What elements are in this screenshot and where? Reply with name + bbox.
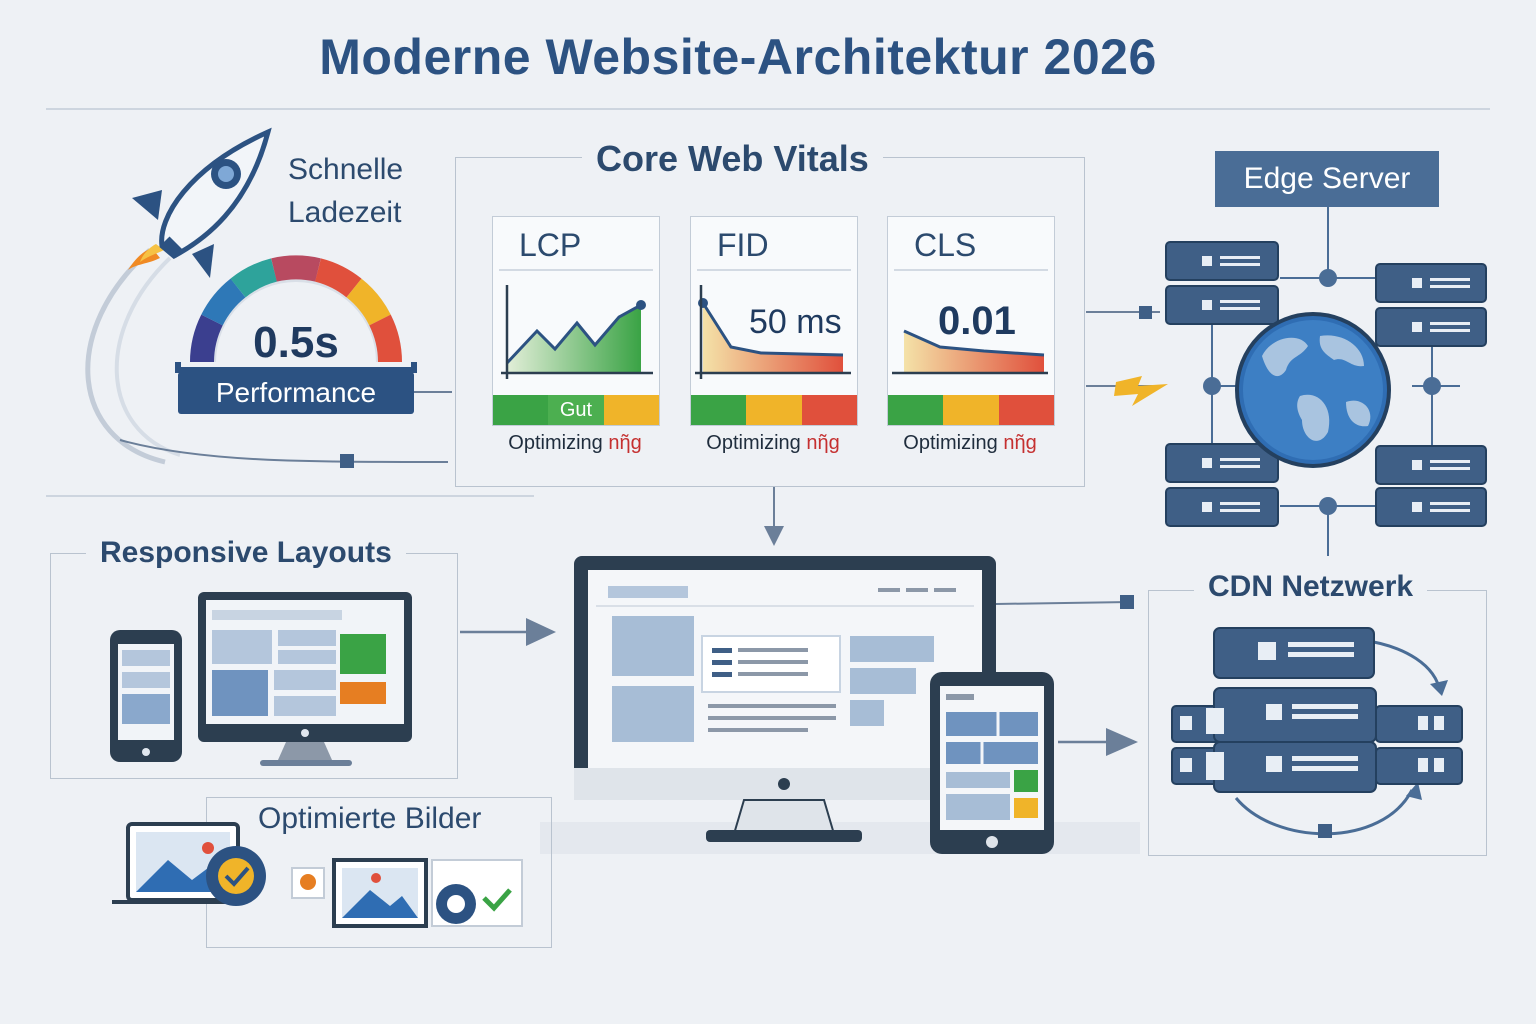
speed-gauge-icon bbox=[175, 255, 417, 373]
cdn-heading: CDN Netzwerk bbox=[1194, 570, 1428, 604]
responsive-heading: Responsive Layouts bbox=[86, 536, 406, 570]
cdn-server-stack-icon bbox=[1171, 627, 1463, 838]
vital-value: 0.01 bbox=[938, 299, 1016, 343]
performance-value: 0.5s bbox=[253, 318, 339, 367]
vital-name: CLS bbox=[914, 227, 977, 263]
edge-server-network bbox=[1165, 206, 1487, 556]
vital-value: 50 ms bbox=[749, 303, 842, 341]
vital-card-lcp: LCP Gut bbox=[492, 216, 660, 426]
central-desktop-icon bbox=[574, 556, 1054, 854]
rocket-icon bbox=[128, 127, 272, 278]
vital-footer-cls: Optimizing nῆg bbox=[903, 432, 1037, 454]
edge-server-label: Edge Server bbox=[1215, 151, 1439, 207]
rating-bar: Gut bbox=[493, 395, 659, 425]
images-heading: Optimierte Bilder bbox=[248, 802, 492, 836]
core-web-vitals-heading: Core Web Vitals bbox=[582, 138, 883, 180]
bar-label: Gut bbox=[548, 395, 604, 425]
page-title: Moderne Website-Architektur 2026 bbox=[319, 29, 1157, 85]
section-divider bbox=[46, 495, 534, 497]
vital-footer-lcp: Optimizing nῆg bbox=[508, 432, 642, 454]
vital-name: LCP bbox=[519, 227, 582, 263]
cls-line-chart bbox=[892, 329, 1048, 375]
vital-card-cls: CLS 0.01 bbox=[887, 216, 1055, 426]
performance-caption-line1: Schnelle bbox=[288, 153, 404, 186]
lcp-line-chart bbox=[501, 285, 653, 379]
rating-bar bbox=[691, 395, 857, 425]
responsive-devices-icon bbox=[110, 592, 412, 766]
performance-label: Performance bbox=[178, 372, 414, 414]
fid-line-chart bbox=[695, 285, 851, 379]
performance-caption: Schnelle Ladezeit bbox=[288, 148, 403, 234]
title-divider bbox=[46, 108, 1490, 110]
lightning-icon bbox=[1114, 376, 1168, 406]
optimized-images-icon bbox=[112, 822, 523, 928]
vital-name: FID bbox=[717, 227, 769, 263]
vital-footer-fid: Optimizing nῆg bbox=[706, 432, 840, 454]
performance-caption-line2: Ladezeit bbox=[288, 196, 402, 229]
vital-card-fid: FID 50 ms bbox=[690, 216, 858, 426]
rating-bar bbox=[888, 395, 1054, 425]
